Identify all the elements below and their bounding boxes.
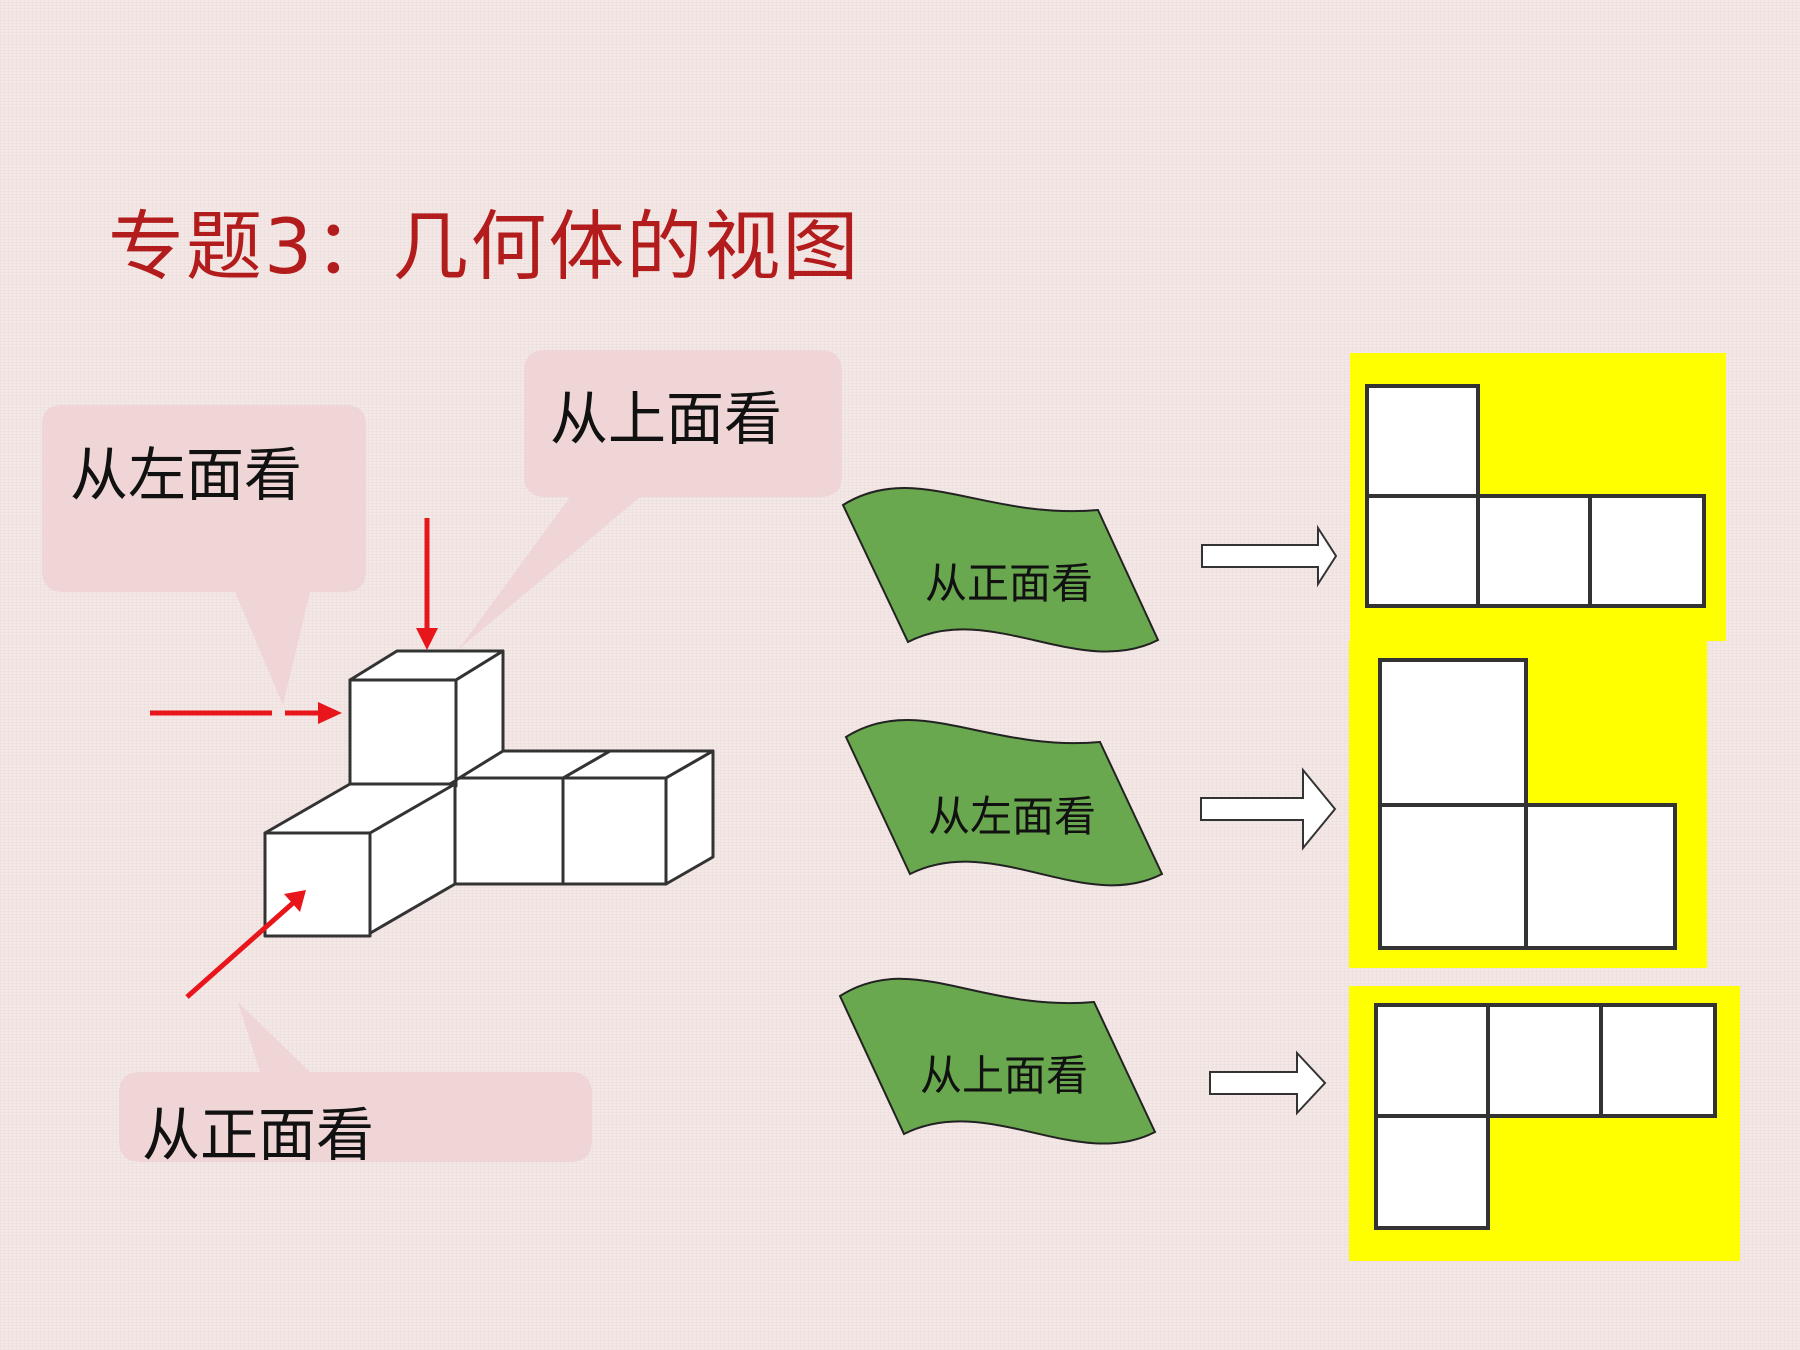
arrow-from-top — [416, 518, 438, 650]
callout-front-label: 从正面看 — [142, 1101, 375, 1169]
arrow-from-front — [185, 890, 306, 999]
banner-top-label: 从上面看 — [920, 1051, 1089, 1100]
callout-left-view — [42, 405, 366, 705]
banner-front — [841, 487, 1160, 653]
hollow-arrow-3 — [1209, 1050, 1327, 1116]
banner-left-label: 从左面看 — [928, 792, 1097, 841]
banner-left — [844, 719, 1164, 887]
hollow-arrow-1 — [1201, 524, 1338, 588]
cube-assembly — [263, 649, 715, 938]
callout-left-label: 从左面看 — [70, 441, 303, 509]
callout-top-view — [458, 350, 842, 650]
top-view-panel — [1349, 986, 1740, 1261]
callout-top-label: 从上面看 — [550, 385, 783, 453]
page-title: 专题3：几何体的视图 — [108, 202, 861, 291]
front-view-panel — [1350, 353, 1726, 641]
left-view-panel — [1349, 641, 1707, 968]
hollow-arrow-2 — [1200, 767, 1337, 851]
banner-front-label: 从正面看 — [925, 559, 1094, 608]
banner-top — [838, 977, 1157, 1145]
arrow-from-left — [150, 702, 342, 724]
callout-front-view — [119, 1002, 592, 1162]
